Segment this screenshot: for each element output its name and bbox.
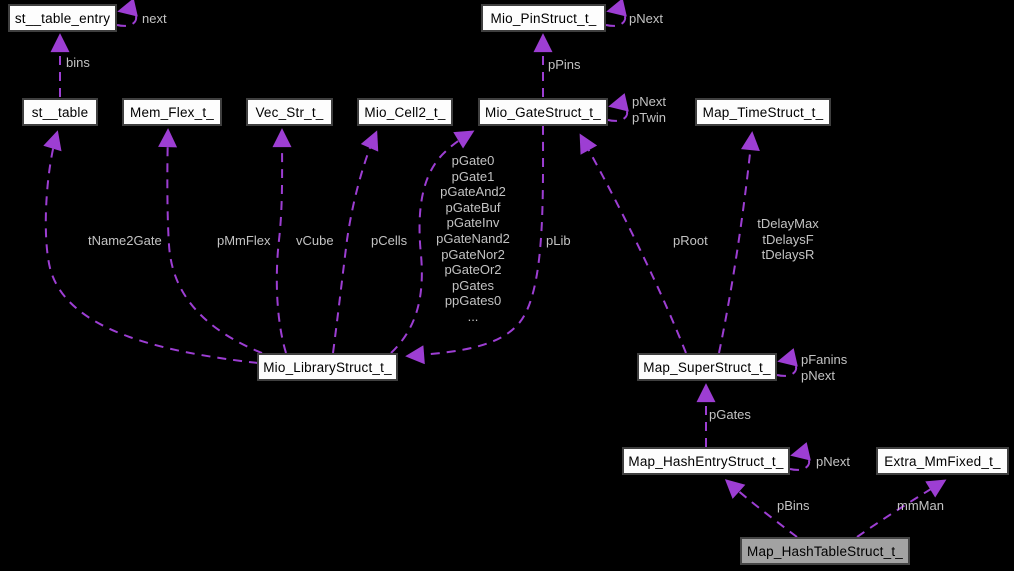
edge-label-pin-pnext: pNext <box>629 11 663 26</box>
node-mio-librarystruct[interactable]: Mio_LibraryStruct_t_ <box>257 353 398 381</box>
node-map-timestruct[interactable]: Map_TimeStruct_t_ <box>695 98 831 126</box>
edge-entry-next-self-loop <box>116 0 138 27</box>
edge-label-proot: pRoot <box>673 233 708 248</box>
node-extra-mmfixed[interactable]: Extra_MmFixed_t_ <box>876 447 1009 475</box>
node-map-hashentrystruct[interactable]: Map_HashEntryStruct_t_ <box>622 447 790 475</box>
edge-label-pgate-list: pGate0 pGate1 pGateAnd2 pGateBuf pGateIn… <box>436 153 510 324</box>
edge-label-pgates: pGates <box>709 407 751 422</box>
edge-label-next: next <box>142 11 167 26</box>
edge-label-plib: pLib <box>546 233 571 248</box>
node-mio-gatestruct[interactable]: Mio_GateStruct_t_ <box>478 98 608 126</box>
edge-mmman <box>856 479 947 538</box>
node-map-superstruct[interactable]: Map_SuperStruct_t_ <box>637 353 777 381</box>
edge-proot <box>579 133 687 354</box>
edge-vcube <box>272 128 292 354</box>
edge-label-tname2gate: tName2Gate <box>88 233 162 248</box>
edge-hashentry-pnext-self-loop <box>789 442 811 471</box>
edge-plib <box>405 125 545 365</box>
edge-label-ppins: pPins <box>548 57 581 72</box>
edge-label-hashentry-pnext: pNext <box>816 454 850 469</box>
node-st-table[interactable]: st__table <box>22 98 98 126</box>
node-map-hashtablestruct[interactable]: Map_HashTableStruct_t_ <box>740 537 910 565</box>
edge-label-bins: bins <box>66 55 90 70</box>
edge-pin-pnext-self-loop <box>605 0 627 27</box>
edge-pcells <box>332 130 379 354</box>
edge-label-tdelays: tDelayMax tDelaysF tDelaysR <box>757 216 819 263</box>
node-mio-cell2[interactable]: Mio_Cell2_t_ <box>357 98 453 126</box>
edge-label-vcube: vCube <box>296 233 334 248</box>
edge-gate-pnext-ptwin-self-loop <box>607 93 629 122</box>
edge-label-pcells: pCells <box>371 233 408 248</box>
edge-tdelays <box>718 131 760 354</box>
edge-super-self-loop <box>776 348 798 377</box>
node-st-table-entry[interactable]: st__table_entry <box>8 4 117 32</box>
edge-pmmflex <box>158 128 263 354</box>
node-mem-flex[interactable]: Mem_Flex_t_ <box>122 98 222 126</box>
node-mio-pinstruct[interactable]: Mio_PinStruct_t_ <box>481 4 606 32</box>
edge-label-pbins: pBins <box>777 498 810 513</box>
edge-label-pfanins-pnext: pFanins pNext <box>801 352 848 383</box>
edge-label-pmmflex: pMmFlex <box>217 233 271 248</box>
edge-label-mmman: mmMan <box>897 498 944 513</box>
edge-pgate-list <box>390 130 475 354</box>
edge-pbins <box>724 479 798 538</box>
node-vec-str[interactable]: Vec_Str_t_ <box>246 98 333 126</box>
edge-tname2gate <box>43 130 259 364</box>
edge-label-gate-pnext-ptwin: pNext pTwin <box>632 94 666 125</box>
